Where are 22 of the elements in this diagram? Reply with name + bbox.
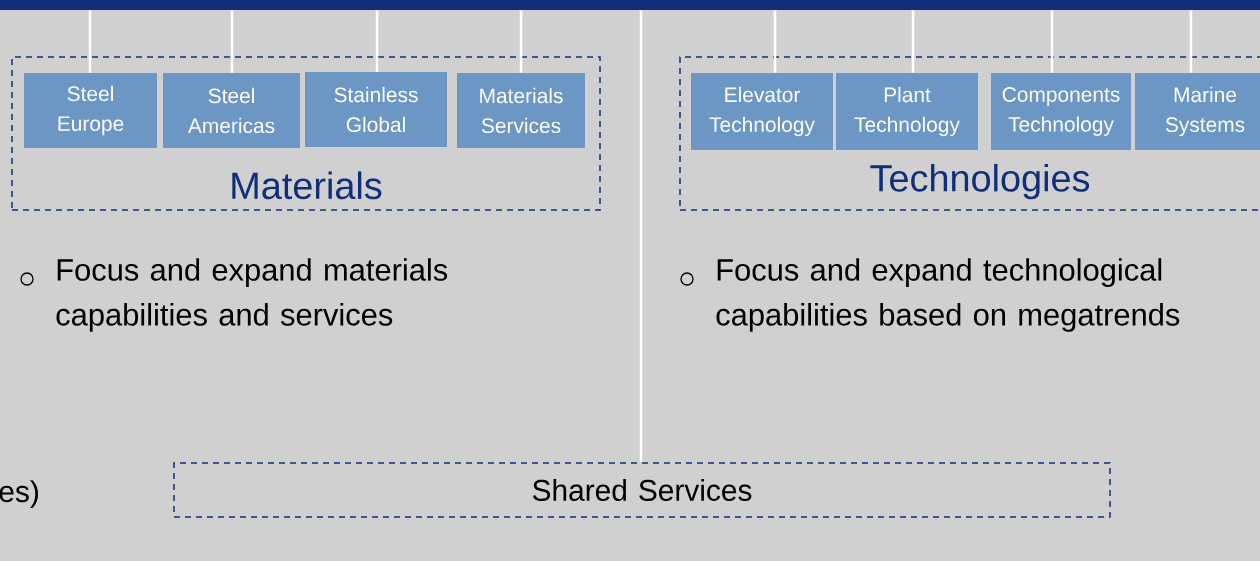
segment-box: Elevator Technology [691,73,833,150]
bullet-text: Focus and expand technological capabilities based on megatrends [716,258,1180,332]
cut-text: es) [0,480,38,509]
connector-line [1189,10,1193,73]
segment-box: Components Technology [991,73,1131,150]
segment-box: Marine Systems [1135,73,1260,150]
connector-line [639,10,643,463]
connector-line [911,10,915,73]
connector-line [773,10,777,73]
connector-line [375,10,379,72]
connector-line [88,10,92,73]
segment-box: Materials Services [457,73,585,148]
bullet-text: Focus and expand materials capabilities and services [56,258,448,332]
connector-line [1050,10,1054,73]
header-bar [0,0,1260,10]
segment-box: Steel Americas [163,73,300,148]
segment-box: Stainless Global [305,72,447,147]
segment-box: Steel Europe [24,73,157,148]
services-box: Shared Services [173,462,1111,518]
segment-box: Plant Technology [836,73,978,150]
connector-line [230,10,234,73]
connector-line [519,10,523,73]
